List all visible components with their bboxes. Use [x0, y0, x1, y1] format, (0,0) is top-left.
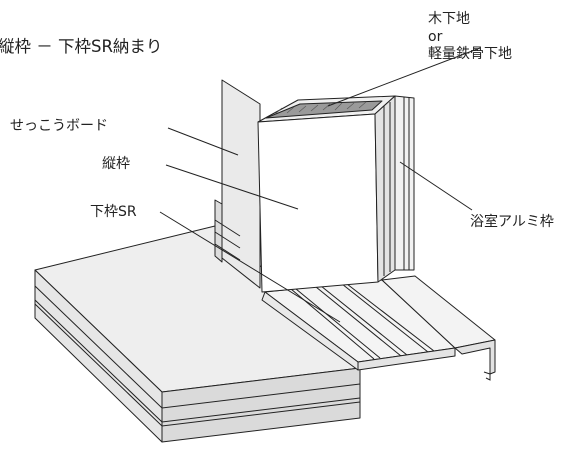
label-gypsum-board: せっこうボード — [10, 118, 108, 134]
bath-frame-lip — [381, 275, 496, 381]
leader-bath-frame — [399, 161, 473, 211]
label-bath-aluminum-frame: 浴室アルミ枠 — [470, 213, 554, 230]
diagram-title: 縦枠 － 下枠SR納まり — [0, 37, 162, 56]
leader-vertical-frame — [165, 164, 299, 210]
vertical-frame-assembly — [214, 79, 415, 293]
leader-substrate — [327, 47, 481, 107]
leader-gypsum-board — [167, 127, 239, 156]
label-substrate-wood: 木下地 — [428, 11, 470, 27]
label-vertical-frame: 縦枠 — [102, 156, 130, 172]
floor-slab — [34, 225, 361, 443]
label-substrate-steel: 軽量鉄骨下地 — [428, 46, 512, 62]
label-bottom-frame-sr: 下枠SR — [90, 204, 137, 220]
label-substrate-or: or — [428, 29, 443, 45]
leader-lines — [159, 47, 481, 323]
leader-bottom-frame — [159, 211, 341, 323]
